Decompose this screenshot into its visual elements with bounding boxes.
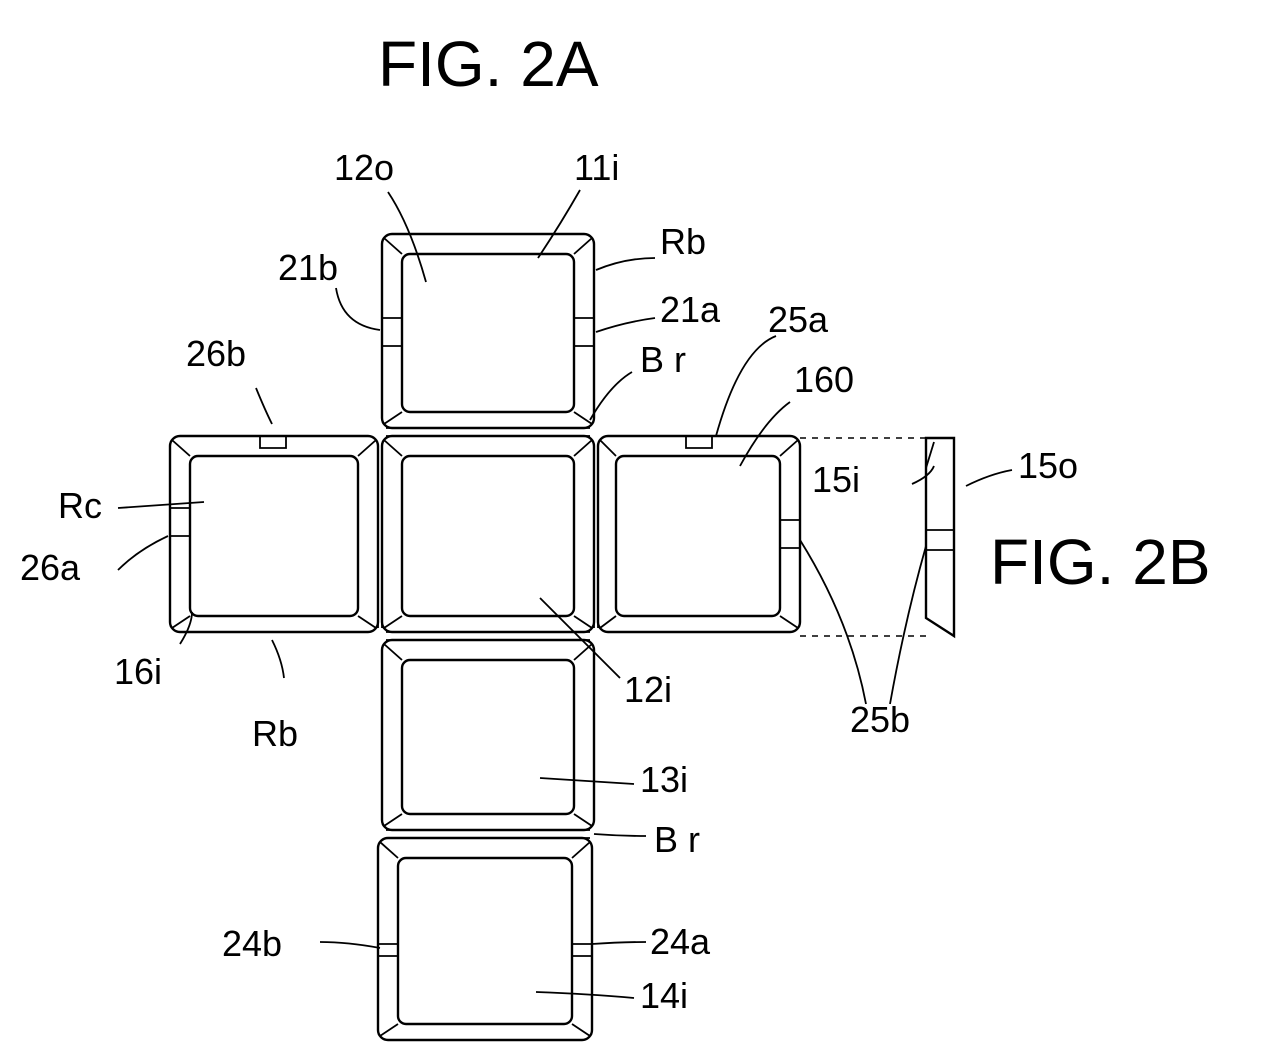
- label-br-bottom: B r: [654, 819, 700, 860]
- label-15o: 15o: [1018, 445, 1078, 486]
- panel-center: [382, 436, 594, 632]
- label-26a: 26a: [20, 547, 81, 588]
- leader-lines: [118, 190, 1012, 998]
- label-rb-bottom: Rb: [252, 713, 298, 754]
- label-15i: 15i: [812, 459, 860, 500]
- label-160: 160: [794, 359, 854, 400]
- label-rc: Rc: [58, 485, 102, 526]
- label-21a: 21a: [660, 289, 721, 330]
- label-11i: 11i: [574, 147, 619, 188]
- label-12o: 12o: [334, 147, 394, 188]
- panel-lower: [382, 640, 594, 830]
- label-16i: 16i: [114, 651, 162, 692]
- label-25a: 25a: [768, 299, 829, 340]
- label-21b: 21b: [278, 247, 338, 288]
- label-24b: 24b: [222, 923, 282, 964]
- panel-top: [382, 234, 594, 428]
- panel-right: [598, 436, 800, 632]
- label-14i: 14i: [640, 975, 688, 1016]
- fig-2b-title: FIG. 2B: [990, 526, 1211, 598]
- fig-2a-title: FIG. 2A: [378, 28, 599, 100]
- label-br-top: B r: [640, 339, 686, 380]
- label-12i: 12i: [624, 669, 672, 710]
- label-13i: 13i: [640, 759, 688, 800]
- label-rb-top: Rb: [660, 221, 706, 262]
- label-25b: 25b: [850, 699, 910, 740]
- panel-left: [170, 436, 378, 632]
- label-26b: 26b: [186, 333, 246, 374]
- panel-bottom: [378, 838, 592, 1040]
- label-24a: 24a: [650, 921, 711, 962]
